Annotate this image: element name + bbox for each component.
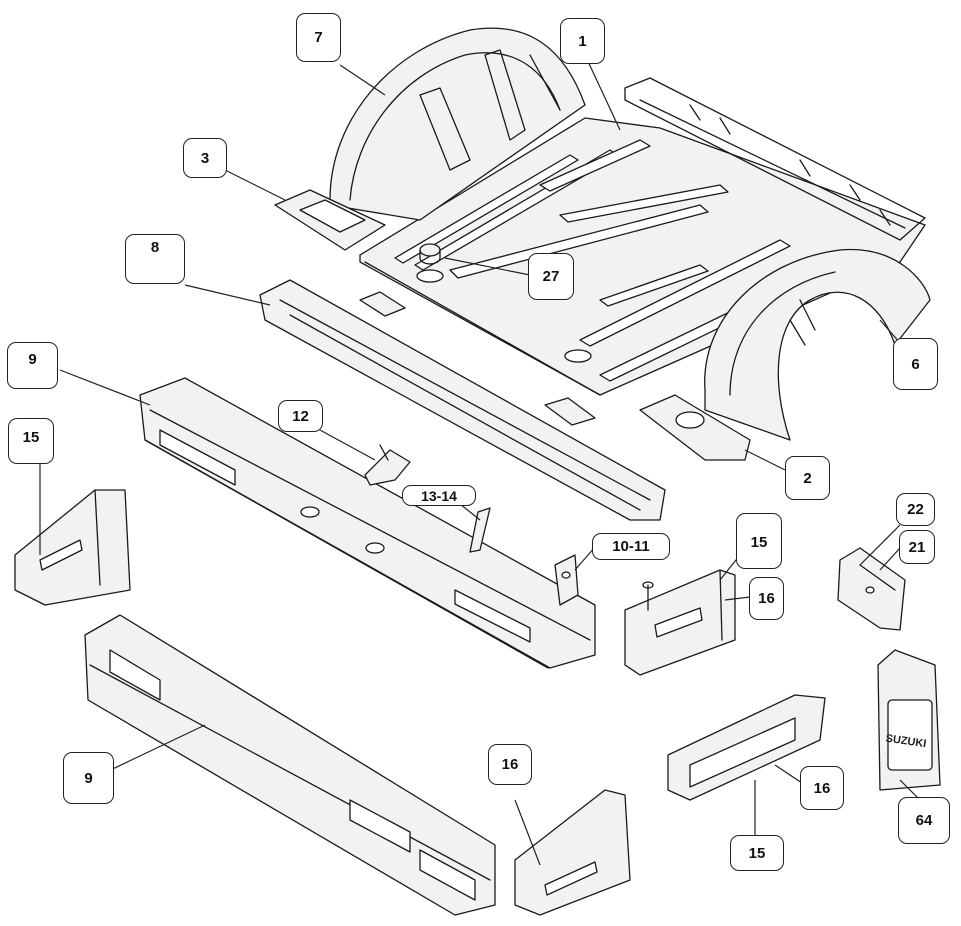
callout-1: 1 <box>560 18 605 64</box>
callout-22: 22 <box>896 493 935 526</box>
bracket-part-2 <box>639 394 751 461</box>
callout-12: 12 <box>278 400 323 432</box>
bumper-upper-part <box>139 377 596 669</box>
step-part <box>667 694 826 801</box>
bumper-lower-part <box>84 614 496 916</box>
left-wheel-arch-part <box>329 27 586 221</box>
callout-15-right-mid: 15 <box>736 513 782 569</box>
leader-lines <box>39 54 921 866</box>
crossmember-part <box>259 279 666 521</box>
bottom-corner-part <box>514 789 631 916</box>
callout-16-bottom: 16 <box>488 744 532 785</box>
floor-panel-part <box>359 77 926 396</box>
bracket-part-10-11 <box>554 554 579 606</box>
bracket-part-3 <box>274 189 386 251</box>
callout-15-left: 15 <box>8 418 54 464</box>
bracket-part-12 <box>364 444 411 486</box>
mudflap-logo: SUZUKI <box>885 733 927 751</box>
callout-3: 3 <box>183 138 227 178</box>
callout-16-right-low: 16 <box>800 766 844 810</box>
callout-21: 21 <box>899 530 935 564</box>
left-corner-part <box>14 489 131 606</box>
right-wheel-arch-part <box>704 248 931 441</box>
callout-13-14: 13-14 <box>402 485 476 506</box>
callout-7: 7 <box>296 13 341 62</box>
callout-27: 27 <box>528 253 574 300</box>
drain-plug-part <box>419 243 441 265</box>
callout-10-11: 10-11 <box>592 533 670 560</box>
bracket-part-13-14 <box>469 507 491 553</box>
right-corner-part <box>624 569 736 676</box>
callout-9-upper: 9 <box>7 342 58 389</box>
mudflap-part <box>877 649 941 791</box>
callout-2: 2 <box>785 456 830 500</box>
callout-9-lower: 9 <box>63 752 114 804</box>
callout-16-right-mid: 16 <box>749 577 784 620</box>
callout-6: 6 <box>893 338 938 390</box>
callout-15-right-low: 15 <box>730 835 784 871</box>
callout-64: 64 <box>898 797 950 844</box>
bracket-part-21-22 <box>837 547 906 631</box>
callout-8: 8 <box>125 234 185 284</box>
